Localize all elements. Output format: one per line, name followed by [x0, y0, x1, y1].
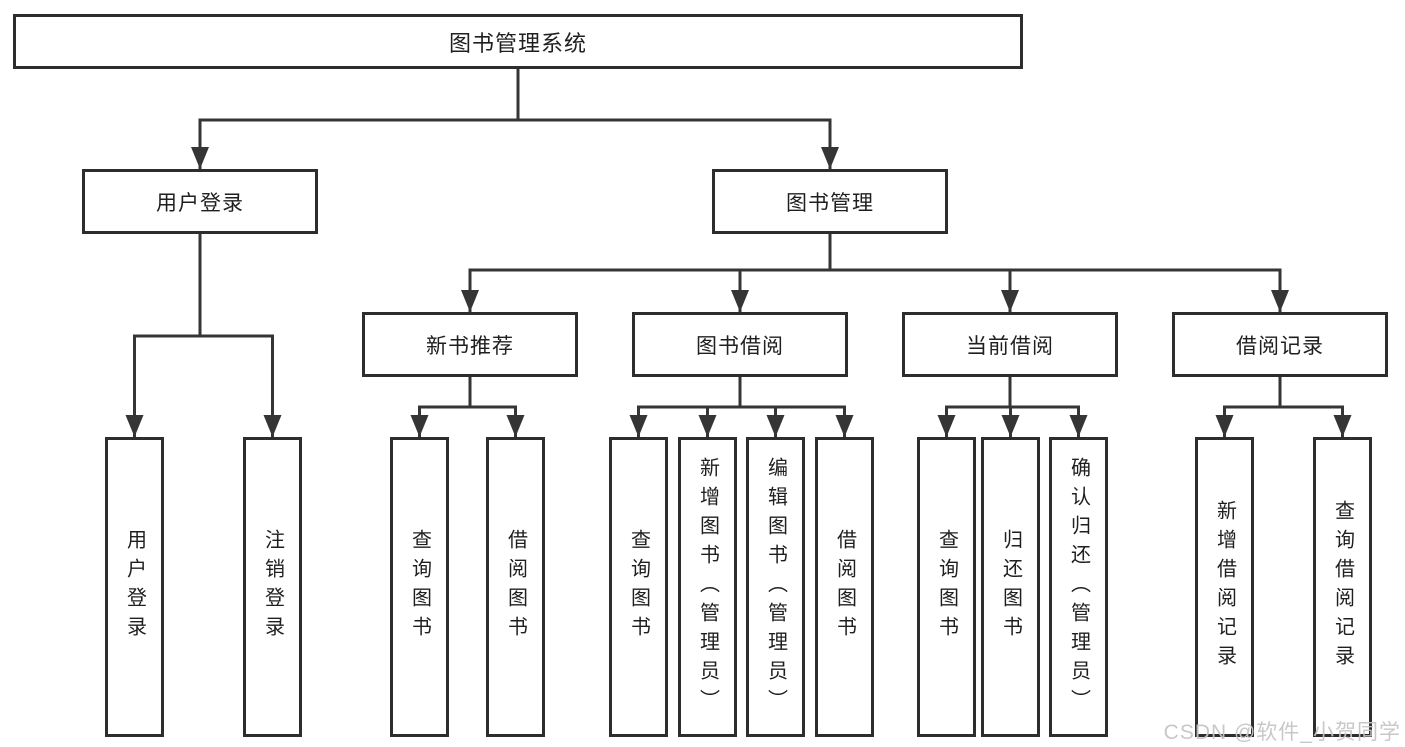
- csdn-watermark: CSDN @软件_小贺同学: [1163, 721, 1401, 744]
- node-leaf-return-book: 归还图书: [981, 437, 1040, 737]
- node-leaf-query-books-current: 查询图书: [917, 437, 976, 737]
- node-leaf-user-login: 用户登录: [105, 437, 164, 737]
- node-leaf-query-borrow-record: 查询借阅记录: [1313, 437, 1372, 737]
- node-leaf-logout: 注销登录: [243, 437, 302, 737]
- node-label: 用户登录: [156, 191, 244, 215]
- node-book-borrow: 图书借阅: [632, 312, 848, 377]
- node-leaf-query-books-borrow: 查询图书: [609, 437, 668, 737]
- node-new-book-recommend: 新书推荐: [362, 312, 578, 377]
- node-leaf-confirm-return-admin: 确认归还（管理员）: [1049, 437, 1108, 737]
- node-label: 图书借阅: [696, 334, 784, 358]
- node-label: 注销登录: [261, 529, 284, 645]
- node-label: 借阅图书: [833, 529, 856, 645]
- connector-borrow-records-to-leaves: [1215, 375, 1352, 439]
- connector-user-login-to-leaves: [125, 232, 282, 439]
- node-label: 查询图书: [408, 529, 431, 645]
- node-label: 新书推荐: [426, 334, 514, 358]
- node-user-login: 用户登录: [82, 169, 318, 234]
- node-label: 新增图书（管理员）: [696, 456, 719, 718]
- connector-book-borrow-to-leaves: [629, 375, 854, 439]
- connector-book-management-to-level3: [461, 232, 1289, 314]
- connector-new-book-recommend-to-leaves: [410, 375, 525, 439]
- node-library-system-root: 图书管理系统: [13, 14, 1023, 69]
- node-label: 查询图书: [627, 529, 650, 645]
- node-label: 借阅图书: [504, 529, 527, 645]
- node-leaf-borrow-books: 借阅图书: [815, 437, 874, 737]
- node-label: 借阅记录: [1236, 334, 1324, 358]
- node-label: 查询借阅记录: [1331, 500, 1354, 674]
- node-label: 编辑图书（管理员）: [764, 456, 787, 718]
- node-book-management: 图书管理: [712, 169, 948, 234]
- node-borrow-records: 借阅记录: [1172, 312, 1388, 377]
- node-leaf-add-borrow-record: 新增借阅记录: [1195, 437, 1254, 737]
- node-label: 当前借阅: [966, 334, 1054, 358]
- node-label: 图书管理: [786, 191, 874, 215]
- node-leaf-add-book-admin: 新增图书（管理员）: [678, 437, 737, 737]
- node-leaf-edit-book-admin: 编辑图书（管理员）: [746, 437, 805, 737]
- node-label: 图书管理系统: [448, 30, 587, 56]
- node-label: 用户登录: [123, 529, 146, 645]
- node-label: 查询图书: [935, 529, 958, 645]
- node-label: 确认归还（管理员）: [1067, 456, 1090, 718]
- node-leaf-borrow-books-recommend: 借阅图书: [486, 437, 545, 737]
- node-label: 归还图书: [999, 529, 1022, 645]
- connector-root-to-level2: [191, 67, 839, 171]
- node-label: 新增借阅记录: [1213, 500, 1236, 674]
- connector-current-borrow-to-leaves: [937, 375, 1088, 439]
- node-leaf-query-books-recommend: 查询图书: [390, 437, 449, 737]
- node-current-borrow: 当前借阅: [902, 312, 1118, 377]
